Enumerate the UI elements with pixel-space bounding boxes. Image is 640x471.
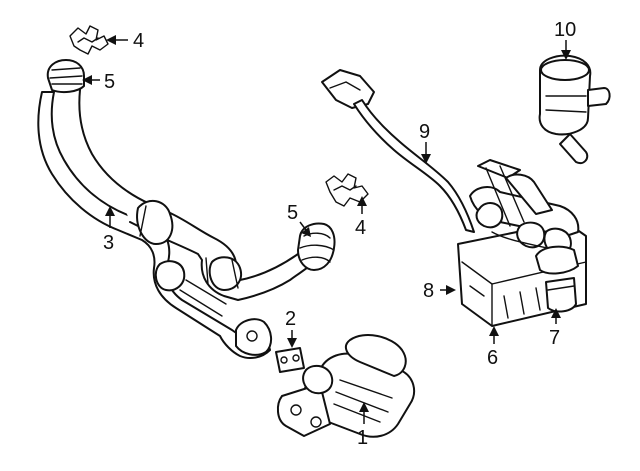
purge-valve (538, 54, 611, 164)
callout-3: 3 (103, 232, 114, 254)
callout-2: 2 (285, 308, 296, 330)
callout-9: 9 (419, 121, 430, 143)
callout-1: 1 (357, 427, 368, 449)
callout-6: 6 (487, 347, 498, 369)
hose-coupling-lower (297, 222, 336, 271)
callout-5-lower: 5 (287, 202, 298, 224)
callout-5-upper: 5 (104, 71, 115, 93)
evap-canister-assembly (457, 159, 587, 327)
callout-4-upper: 4 (133, 30, 144, 52)
air-pipe-assembly (37, 89, 327, 359)
hose-coupling-upper (46, 59, 85, 94)
callout-leaders (82, 35, 571, 424)
callout-10: 10 (554, 19, 576, 41)
hose-clip-lower (325, 173, 369, 207)
air-injection-valve (276, 334, 416, 438)
vacuum-hose (321, 69, 475, 233)
callout-4-lower: 4 (355, 217, 366, 239)
callout-7: 7 (549, 327, 560, 349)
hose-clip-upper (69, 25, 109, 55)
gasket (275, 347, 305, 373)
callout-8: 8 (423, 280, 434, 302)
